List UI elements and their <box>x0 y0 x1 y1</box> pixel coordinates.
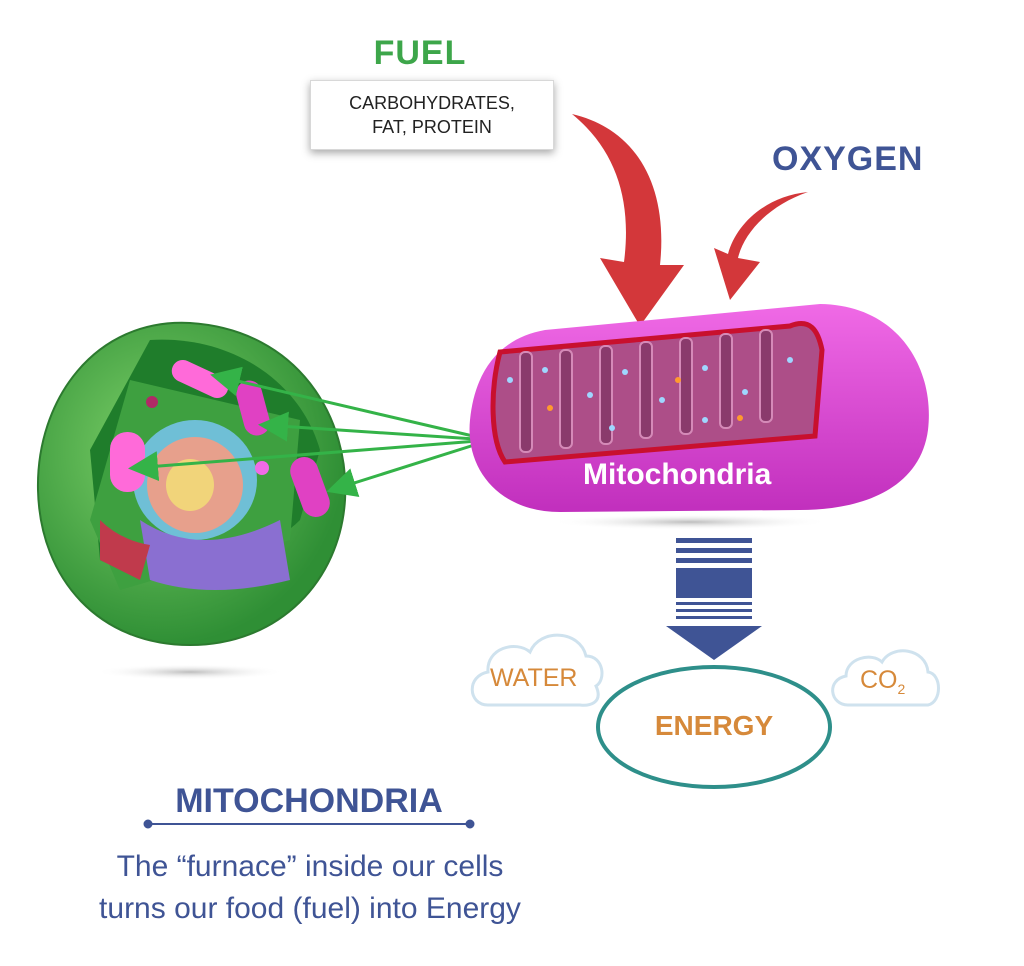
co2-subscript: 2 <box>897 681 906 697</box>
energy-label: ENERGY <box>654 710 774 741</box>
mitochondria-label: Mitochondria <box>583 458 772 491</box>
co2-main: CO <box>860 666 898 694</box>
fuel-line-1: CARBOHYDRATES, <box>349 93 515 113</box>
oxygen-label: OXYGEN <box>772 140 924 178</box>
fuel-title: FUEL <box>373 34 467 72</box>
fuel-sources-box: CARBOHYDRATES, FAT, PROTEIN <box>310 80 554 150</box>
mitochondrion-illustration <box>469 304 929 530</box>
description-line-1: The “furnace” inside our cells <box>116 850 504 883</box>
energy-ellipse <box>596 665 832 789</box>
oxygen-arrow <box>714 192 808 300</box>
energy-arrow <box>666 538 762 660</box>
fuel-line-2: FAT, PROTEIN <box>372 117 492 137</box>
organelle-arrows <box>128 366 491 498</box>
water-label: WATER <box>490 664 578 692</box>
fuel-arrow <box>572 114 684 326</box>
cell-illustration <box>36 321 347 680</box>
title-underline <box>143 819 475 829</box>
water-cloud <box>470 633 604 707</box>
page-title: MITOCHONDRIA <box>175 782 443 820</box>
co2-cloud <box>831 649 940 707</box>
co2-label: CO2 <box>860 666 905 697</box>
description-line-2: turns our food (fuel) into Energy <box>99 892 521 925</box>
description: The “furnace” inside our cells turns our… <box>40 846 580 930</box>
